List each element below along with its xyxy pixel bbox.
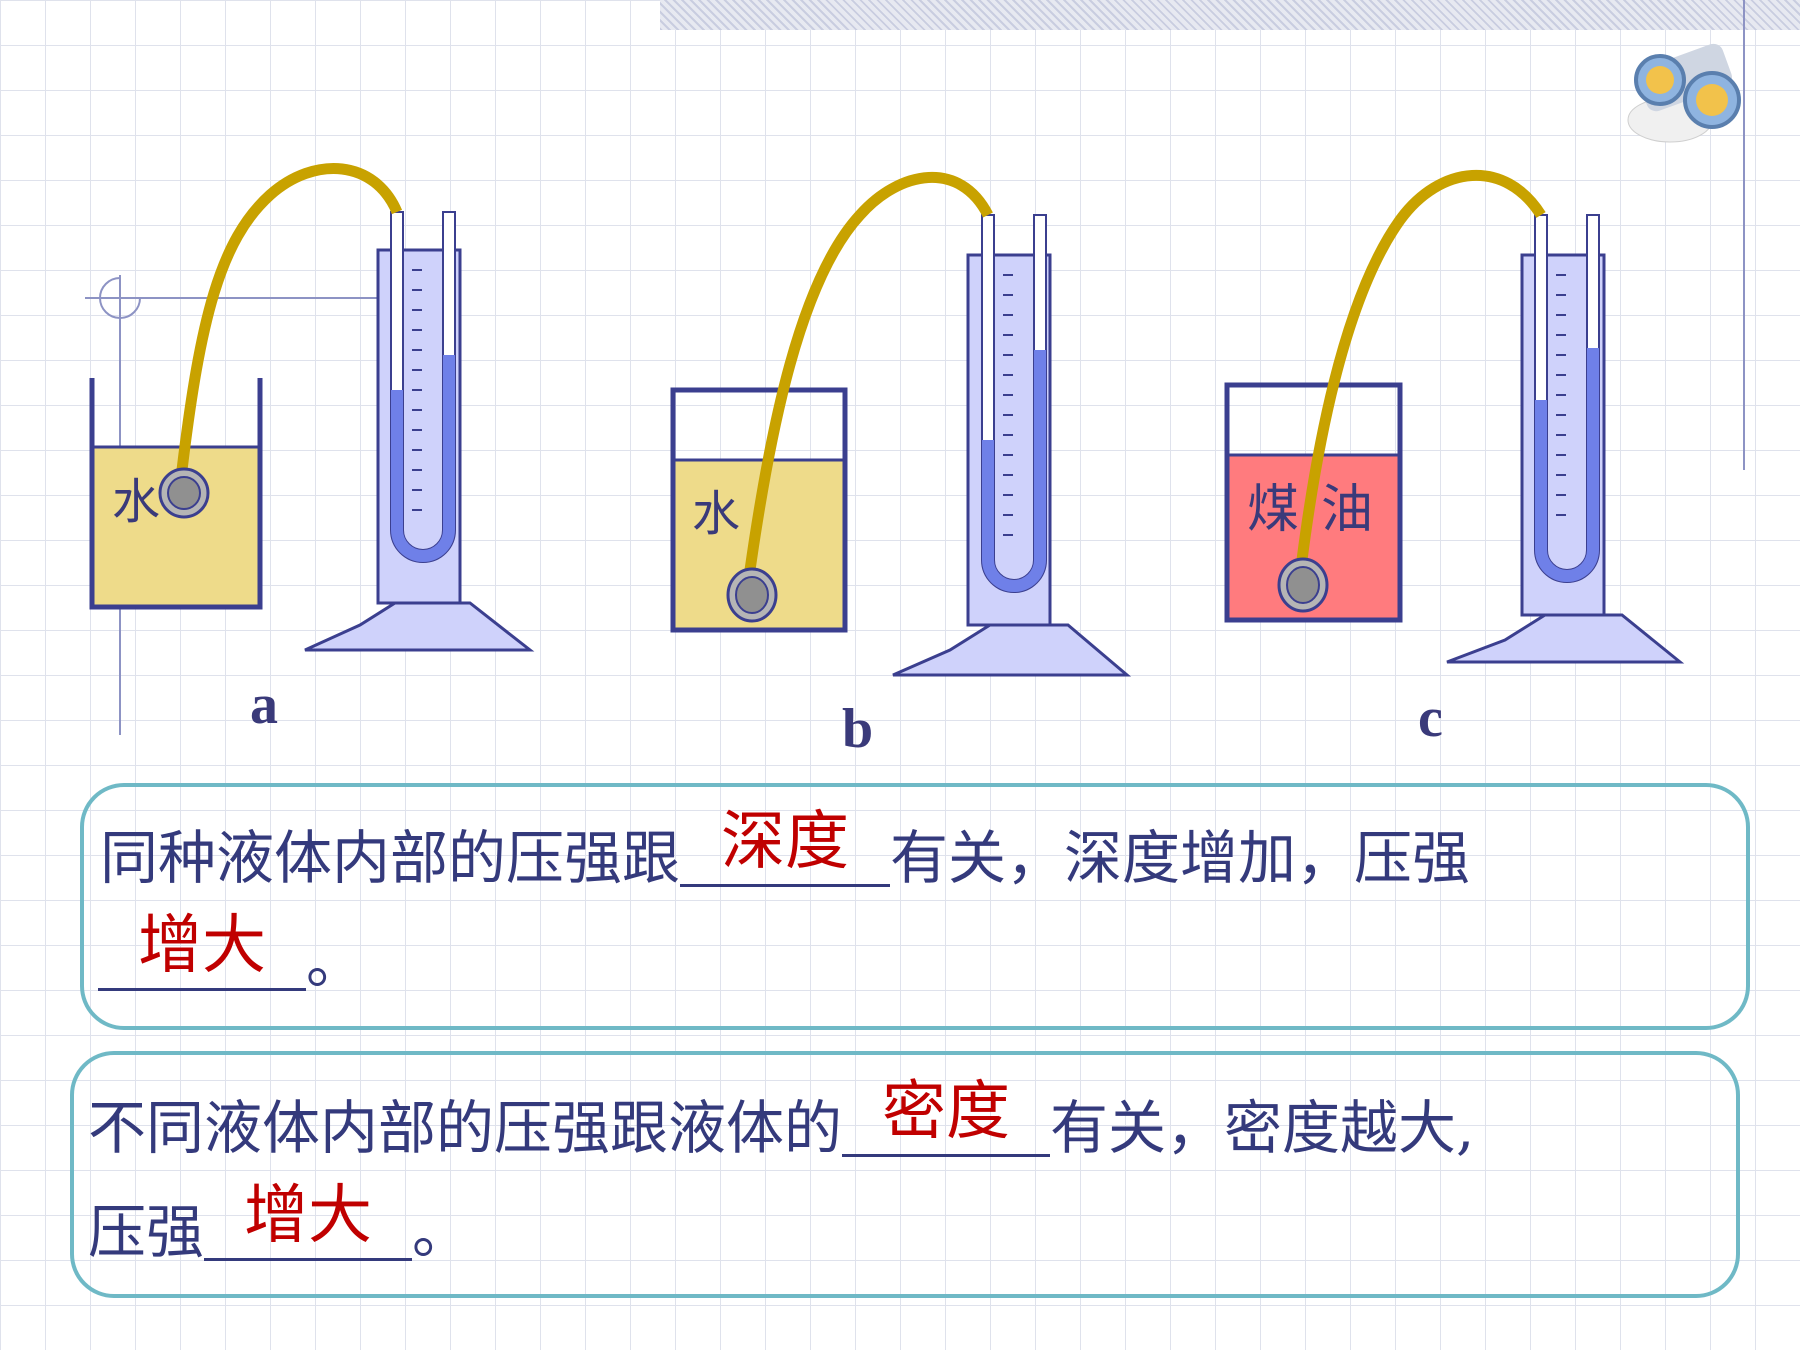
box1-line2: 增大。 [98, 914, 364, 991]
probe-b [726, 567, 778, 623]
probe-a [158, 467, 210, 519]
box1-blank1[interactable]: 深度 [680, 810, 891, 887]
binoculars-icon [1627, 43, 1741, 143]
question-box-different-liquid [70, 1051, 1740, 1298]
box2-line1-pre: 不同液体内部的压强跟液体的 [88, 1094, 843, 1162]
liquid-label-b: 水 [692, 486, 740, 542]
decorative-vertical-line [1743, 0, 1745, 470]
probe-c [1277, 557, 1329, 613]
box1-line1-post: 有关，深度增加，压强 [890, 824, 1471, 892]
box2-line1: 不同液体内部的压强跟液体的密度有关，密度越大, [88, 1080, 1474, 1157]
box2-blank2[interactable]: 增大 [204, 1184, 413, 1261]
liquid-label-a: 水 [112, 474, 160, 530]
manometer-b [892, 214, 1132, 677]
figure-label-c: c [1418, 687, 1443, 749]
box1-line1: 同种液体内部的压强跟深度有关，深度增加，压强 [100, 810, 1470, 887]
rubber-tube-c [1296, 169, 1546, 561]
liquid-label-c: 煤油 [1247, 480, 1395, 540]
box2-blank1[interactable]: 密度 [842, 1080, 1051, 1157]
setup-b [670, 172, 1132, 677]
box1-line2-post: 。 [306, 928, 365, 996]
box2-line2: 压强增大。 [88, 1184, 470, 1261]
setup-c [1224, 169, 1685, 664]
box2-answer1: 密度 [882, 1075, 1011, 1149]
decorative-header-band [660, 0, 1800, 30]
box2-answer2: 增大 [244, 1179, 373, 1253]
rubber-tube-b [744, 172, 993, 571]
box1-answer1: 深度 [721, 805, 850, 879]
question-box-same-liquid [80, 783, 1750, 1030]
setup-a [89, 163, 535, 652]
rubber-tube-a [176, 163, 403, 471]
manometer-a [304, 211, 535, 652]
box1-line1-pre: 同种液体内部的压强跟 [100, 824, 681, 892]
box1-blank2[interactable]: 增大 [98, 914, 306, 991]
manometer-c [1446, 214, 1685, 664]
figure-label-a: a [250, 674, 278, 736]
box2-line2-pre: 压强 [88, 1198, 205, 1266]
box1-answer2: 增大 [138, 909, 266, 983]
beaker-a [89, 378, 263, 610]
box2-line1-post: 有关，密度越大, [1050, 1094, 1475, 1162]
figure-label-b: b [842, 698, 874, 760]
box2-line2-post: 。 [412, 1198, 471, 1266]
